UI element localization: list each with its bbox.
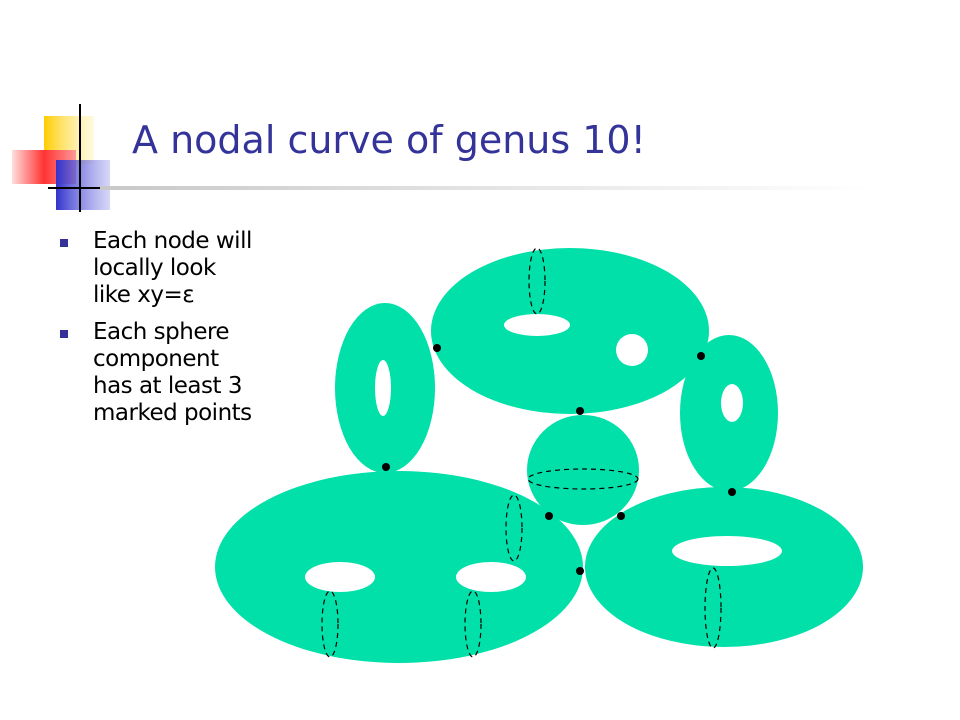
bullet-text: Each node will locally look like xy=ε bbox=[93, 228, 252, 308]
cycle-bottom-left-1 bbox=[321, 590, 339, 658]
bullet-square-icon bbox=[60, 239, 68, 247]
right-torus-hole bbox=[721, 384, 743, 422]
nodes bbox=[382, 344, 736, 575]
slide-logo-decoration bbox=[12, 104, 118, 212]
bullet-square-icon bbox=[60, 330, 68, 338]
top-torus-round-hole bbox=[616, 334, 648, 366]
cycle-bottom-left-right-edge bbox=[505, 494, 523, 562]
node-dot bbox=[576, 407, 584, 415]
cycle-bottom-left-2 bbox=[464, 590, 482, 658]
title-underline bbox=[100, 186, 870, 190]
top-torus bbox=[431, 248, 709, 414]
logo-blue-square bbox=[56, 160, 110, 210]
bullet-item-sphere-marked-points: Each sphere component has at least 3 mar… bbox=[60, 319, 310, 427]
bottom-right-torus bbox=[585, 487, 863, 647]
cycle-bottom-right bbox=[704, 567, 722, 649]
vanishing-cycles bbox=[321, 247, 722, 658]
cycle-sphere-equator bbox=[527, 468, 639, 490]
bottom-left-surface bbox=[215, 471, 583, 663]
node-dot bbox=[382, 463, 390, 471]
node-dot bbox=[617, 512, 625, 520]
bottom-left-hole-2 bbox=[456, 562, 526, 592]
surface-holes bbox=[305, 314, 782, 592]
bullet-item-node-local-form: Each node will locally look like xy=ε bbox=[60, 228, 310, 309]
node-dot bbox=[433, 344, 441, 352]
bullet-list: Each node will locally look like xy=ε Ea… bbox=[60, 228, 310, 437]
bottom-right-hole bbox=[672, 536, 782, 566]
node-dot bbox=[728, 488, 736, 496]
left-torus-hole bbox=[375, 360, 391, 416]
bottom-left-hole-1 bbox=[305, 562, 375, 592]
cycle-top-torus-neck bbox=[528, 247, 546, 315]
bullet-text: Each sphere component has at least 3 mar… bbox=[93, 319, 252, 426]
node-dot bbox=[697, 352, 705, 360]
node-dot bbox=[576, 567, 584, 575]
node-dot bbox=[545, 512, 553, 520]
center-sphere bbox=[527, 415, 639, 525]
slide-title: A nodal curve of genus 10! bbox=[132, 118, 646, 162]
surface-components bbox=[215, 248, 863, 663]
top-torus-hole bbox=[504, 314, 570, 336]
